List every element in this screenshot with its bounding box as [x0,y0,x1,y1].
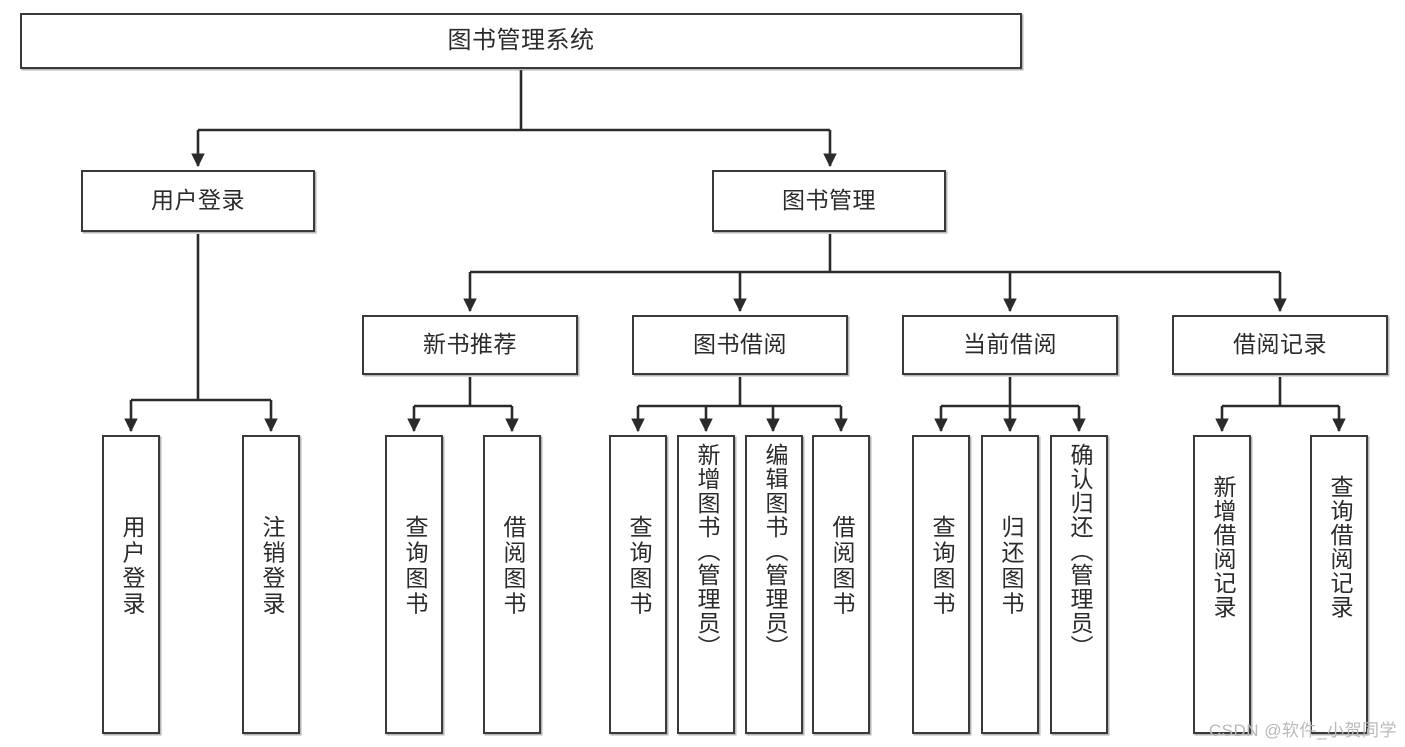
node-book-manage[interactable]: 图书管理 [712,170,946,232]
node-leaf-new-book-query-book[interactable]: 查询图书 [385,435,443,734]
node-root[interactable]: 图书管理系统 [20,13,1022,69]
node-leaf-label: 查询图书 [928,515,955,617]
node-new-book-recommend-label: 新书推荐 [423,331,517,358]
node-leaf-label: 查询图书 [401,515,428,617]
node-leaf-label: 新增借阅记录 [1209,475,1236,619]
node-book-borrow-label: 图书借阅 [693,331,787,358]
node-leaf-borrow-record-add-record[interactable]: 新增借阅记录 [1193,435,1251,734]
node-leaf-label: 归还图书 [997,515,1024,617]
node-new-book-recommend[interactable]: 新书推荐 [362,315,578,375]
node-leaf-label: 查询借阅记录 [1326,475,1353,619]
node-leaf-book-borrow-query-book[interactable]: 查询图书 [609,435,667,734]
node-book-manage-label: 图书管理 [782,187,876,214]
node-leaf-label: 注销登录 [258,515,285,617]
node-current-borrow-label: 当前借阅 [963,331,1057,358]
node-leaf-current-borrow-return-book[interactable]: 归还图书 [981,435,1039,734]
node-user-login[interactable]: 用户登录 [81,170,315,232]
node-borrow-record[interactable]: 借阅记录 [1172,315,1388,375]
node-leaf-label: 借阅图书 [499,515,526,617]
node-book-borrow[interactable]: 图书借阅 [632,315,848,375]
node-leaf-book-borrow-borrow-book[interactable]: 借阅图书 [812,435,870,734]
csdn-watermark: CSDN @软件_小贺同学 [1208,721,1397,740]
node-leaf-borrow-record-query-record[interactable]: 查询借阅记录 [1310,435,1368,734]
node-leaf-book-borrow-edit-book-admin[interactable]: 编辑图书（管理员） [745,435,803,734]
node-leaf-book-borrow-add-book-admin[interactable]: 新增图书（管理员） [677,435,735,734]
node-leaf-current-borrow-confirm-return-admin[interactable]: 确认归还（管理员） [1050,435,1108,734]
node-leaf-current-borrow-query-book[interactable]: 查询图书 [912,435,970,734]
node-leaf-user-login-logout[interactable]: 注销登录 [242,435,300,734]
node-leaf-user-login-user-login[interactable]: 用户登录 [102,435,160,734]
node-root-label: 图书管理系统 [447,26,595,54]
node-leaf-label: 借阅图书 [828,515,855,617]
node-borrow-record-label: 借阅记录 [1233,331,1327,358]
node-leaf-label: 编辑图书（管理员） [761,443,788,659]
node-user-login-label: 用户登录 [151,187,245,214]
node-leaf-label: 确认归还（管理员） [1066,443,1093,659]
node-leaf-label: 用户登录 [118,515,145,617]
node-leaf-new-book-borrow-book[interactable]: 借阅图书 [483,435,541,734]
node-current-borrow[interactable]: 当前借阅 [902,315,1118,375]
node-leaf-label: 新增图书（管理员） [693,443,720,659]
node-leaf-label: 查询图书 [625,515,652,617]
